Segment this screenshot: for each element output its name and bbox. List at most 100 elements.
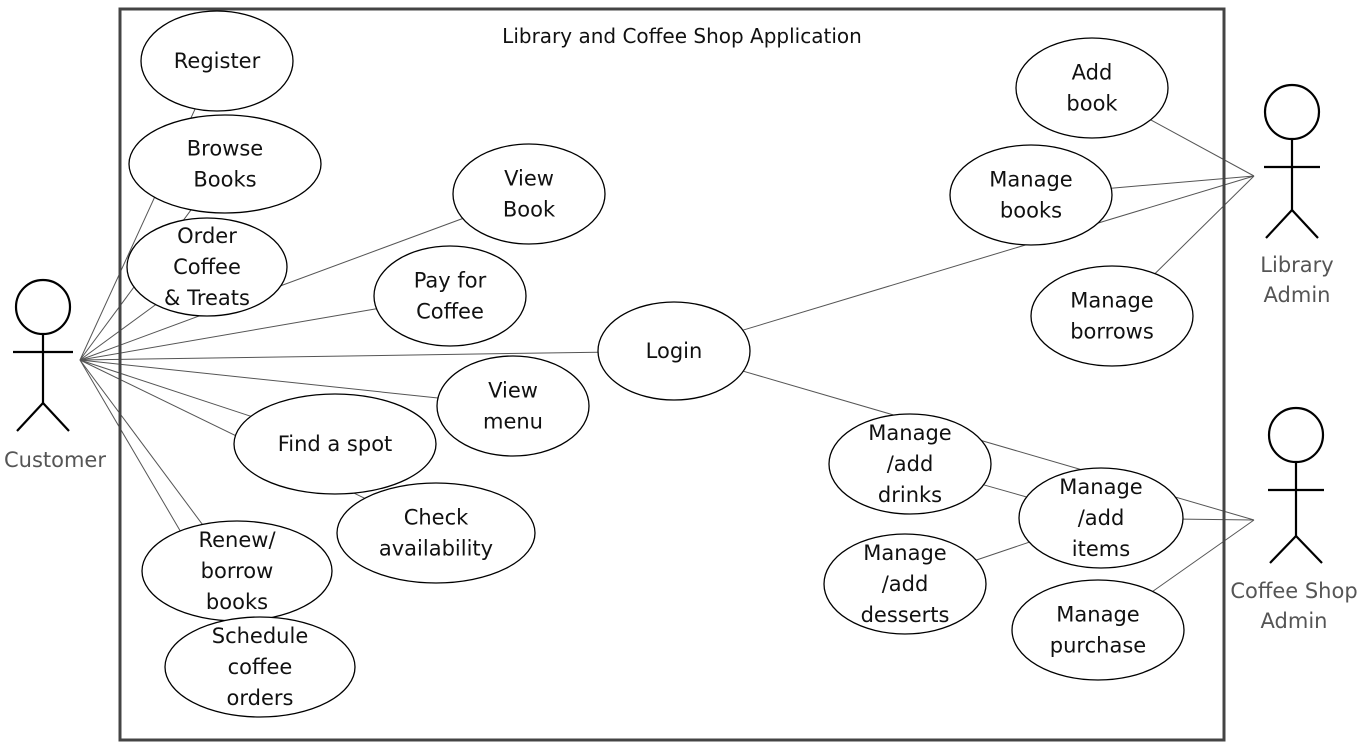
use-case-schedule-coffee-orders[interactable]: Schedule coffee orders <box>164 616 356 718</box>
use-case-label: Schedule coffee orders <box>212 624 309 710</box>
label-line: View <box>504 167 554 191</box>
actor-customer[interactable]: Customer <box>4 278 106 472</box>
actor-customer-label: Customer <box>4 448 106 472</box>
label-line: Manage <box>1059 475 1142 499</box>
use-case-label: Renew/borrow books <box>198 528 276 614</box>
label-line: Register <box>174 49 261 73</box>
label-line: Login <box>646 339 703 363</box>
label-line: Order <box>177 224 237 248</box>
actor-label-line: Customer <box>4 448 106 472</box>
use-case-label: Check availability <box>379 506 493 561</box>
actor-label-line: Admin <box>1264 283 1331 307</box>
association-line <box>983 484 1027 498</box>
label-line: Add <box>1072 61 1113 85</box>
label-line: drinks <box>878 483 942 507</box>
label-line: books <box>1000 199 1062 223</box>
label-line: Book <box>503 198 556 222</box>
association-line <box>1111 175 1255 189</box>
use-case-label: Manage/add desserts <box>861 541 950 627</box>
use-case-manage-add-items[interactable]: Manage/add items <box>1018 467 1184 569</box>
association-line <box>1182 518 1255 521</box>
label-line: Coffee <box>416 300 484 324</box>
use-case-register[interactable]: Register <box>140 10 294 112</box>
use-case-login[interactable]: Login <box>597 301 751 401</box>
label-line: /add <box>887 452 934 476</box>
association-line <box>79 359 439 399</box>
use-case-manage-purchase[interactable]: Manage purchase <box>1011 579 1185 681</box>
label-line: & Treats <box>164 286 250 310</box>
label-line: /add <box>882 572 929 596</box>
association-line <box>1152 519 1255 592</box>
label-line: Find a spot <box>278 432 393 456</box>
actor-label-line: Admin <box>1261 609 1328 633</box>
use-case-label: View menu <box>483 379 543 434</box>
stick-figure-icon <box>13 278 73 432</box>
label-line: Manage <box>868 421 951 445</box>
association-line <box>1154 175 1255 274</box>
label-line: book <box>1066 92 1118 116</box>
stick-figure-icon <box>1267 406 1325 564</box>
label-line: borrows <box>1070 320 1154 344</box>
label-line: purchase <box>1050 634 1146 658</box>
association-line <box>742 175 1255 331</box>
use-case-label: Manage/add drinks <box>868 421 951 507</box>
use-case-add-book[interactable]: Add book <box>1015 37 1169 139</box>
use-case-label: Add book <box>1066 61 1118 116</box>
stick-figure-icon <box>1263 83 1321 239</box>
use-case-label: Manage borrows <box>1070 289 1154 344</box>
label-line: desserts <box>861 603 950 627</box>
label-line: View <box>488 379 538 403</box>
use-case-label: Manage books <box>989 168 1072 223</box>
use-case-label: Login <box>646 339 703 363</box>
label-line: Schedule <box>212 624 309 648</box>
association-line <box>743 370 1255 521</box>
label-line: /add <box>1078 506 1125 530</box>
label-line: menu <box>483 410 543 434</box>
actor-label-line: Library <box>1260 253 1333 277</box>
association-line <box>79 351 599 361</box>
system-boundary <box>118 7 1226 742</box>
actor-label-line: Coffee Shop <box>1230 579 1357 603</box>
use-case-view-menu[interactable]: View menu <box>436 355 590 457</box>
label-line: Manage <box>1070 289 1153 313</box>
use-case-renew-borrow-books[interactable]: Renew/borrow books <box>141 520 333 622</box>
association-line <box>79 359 252 417</box>
label-line: orders <box>227 686 294 710</box>
use-case-find-a-spot[interactable]: Find a spot <box>233 393 437 495</box>
association-line <box>1150 119 1255 177</box>
label-line: Manage <box>1056 603 1139 627</box>
label-line: availability <box>379 537 493 561</box>
label-line: Browse <box>187 137 263 161</box>
label-line: Manage <box>989 168 1072 192</box>
label-line: Pay for <box>414 269 487 293</box>
label-line: Coffee <box>173 255 241 279</box>
use-case-manage-borrows[interactable]: Manage borrows <box>1030 265 1194 367</box>
use-case-manage-books[interactable]: Manage books <box>949 144 1113 246</box>
association-line <box>79 304 156 361</box>
label-line: coffee <box>228 655 293 679</box>
use-case-label: Find a spot <box>278 432 393 456</box>
use-case-check-availability[interactable]: Check availability <box>336 482 536 584</box>
label-line: books <box>206 590 268 614</box>
use-case-manage-add-desserts[interactable]: Manage/add desserts <box>823 533 987 635</box>
use-case-manage-add-drinks[interactable]: Manage/add drinks <box>828 413 992 515</box>
use-case-label: Manage purchase <box>1050 603 1146 658</box>
label-line: Renew/ <box>198 528 276 552</box>
label-line: Manage <box>863 541 946 565</box>
label-line: items <box>1072 537 1130 561</box>
label-line: Check <box>404 506 469 530</box>
system-title: Library and Coffee Shop Application <box>502 24 862 48</box>
label-line: borrow <box>201 559 274 583</box>
use-case-label: Register <box>174 49 261 73</box>
